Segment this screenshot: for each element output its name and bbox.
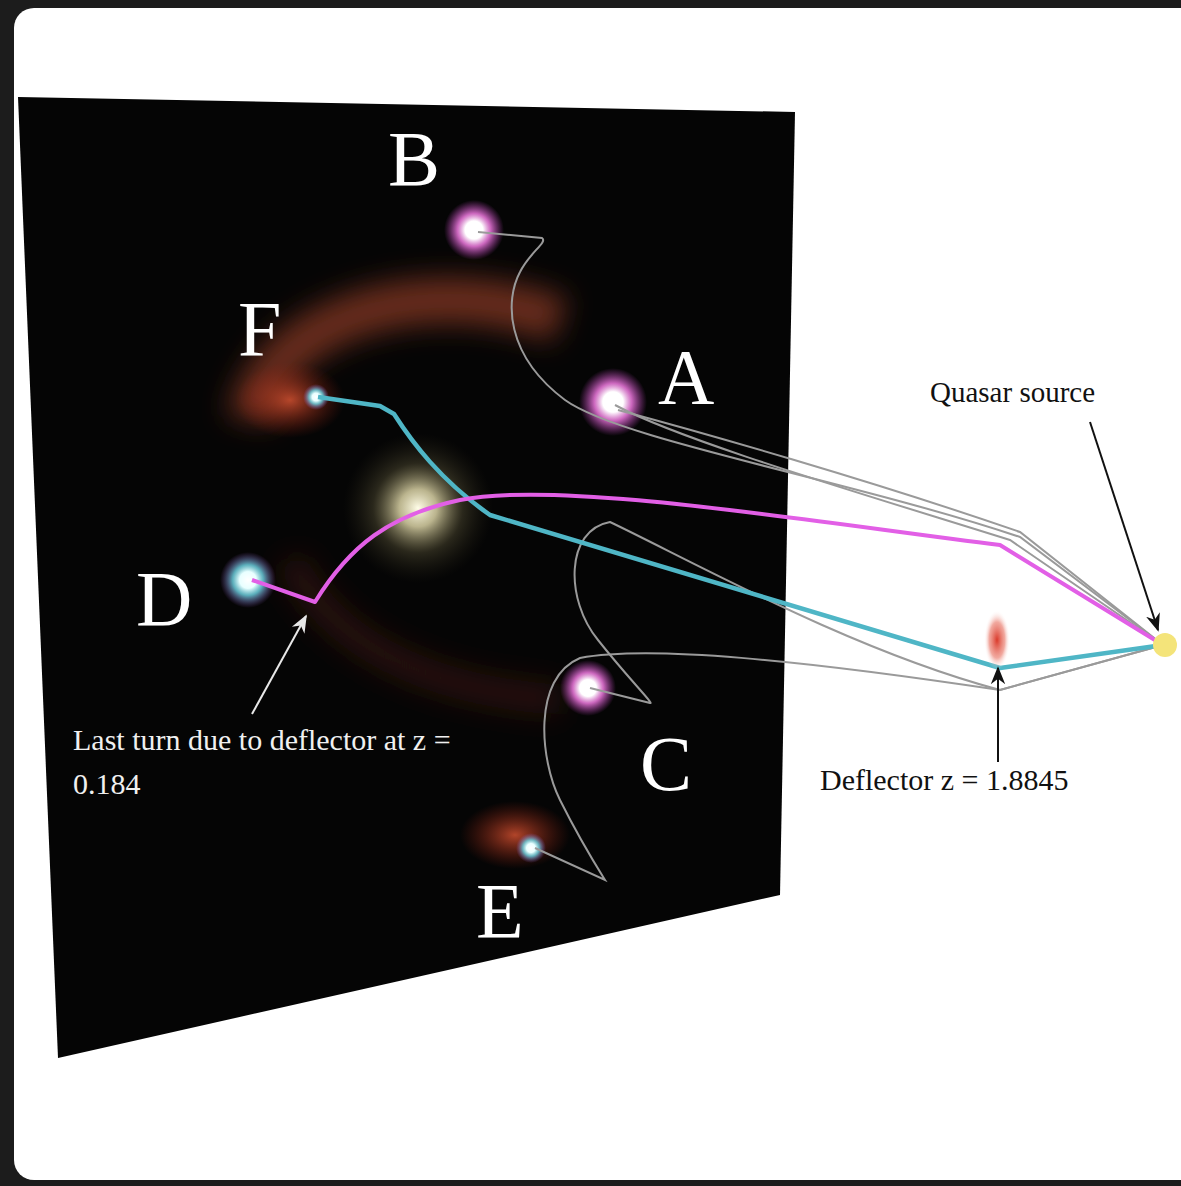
light-path — [615, 405, 1163, 645]
leader-arrow — [252, 616, 306, 714]
image-letter: F — [238, 290, 281, 368]
image-letter: C — [640, 725, 692, 803]
quasar-image — [560, 660, 616, 716]
leader-arrow — [1090, 422, 1158, 630]
leader-arrow — [997, 668, 999, 762]
light-path — [252, 495, 1163, 645]
light-path — [575, 522, 1163, 703]
source-label: Quasar source — [930, 378, 1095, 407]
light-path — [618, 410, 1163, 645]
quasar-image — [444, 200, 504, 260]
lens-galaxy — [343, 433, 493, 583]
image-letter: D — [136, 560, 192, 638]
image-letter: A — [658, 338, 714, 416]
deflector-label: Deflector z = 1.8845 — [820, 765, 1069, 795]
quasar-image — [516, 833, 546, 863]
deflector-blob — [984, 610, 1010, 670]
quasar-image — [220, 552, 276, 608]
quasar-source-dot — [1153, 633, 1177, 657]
card-background — [14, 8, 1181, 1180]
image-letter: E — [476, 872, 524, 950]
quasar-image — [579, 368, 647, 436]
light-path — [535, 645, 1163, 880]
image-letter: B — [388, 120, 440, 198]
host-glow — [460, 801, 570, 869]
image-plane — [18, 97, 795, 1058]
light-path — [318, 397, 1163, 668]
callout-note: Last turn due to deflector at z = 0.184 — [73, 718, 468, 805]
